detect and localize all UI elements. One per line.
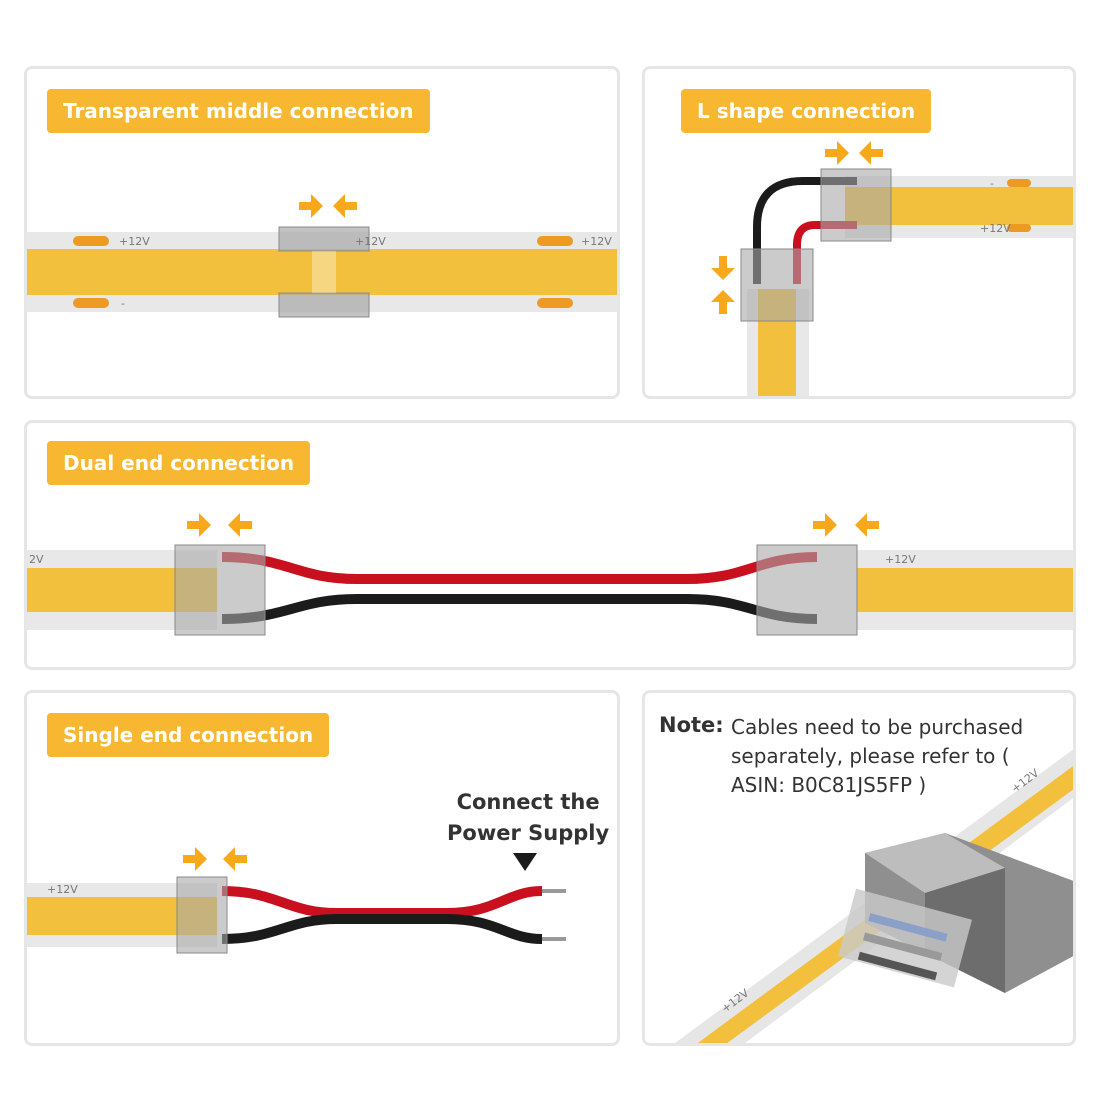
- l-connector-vertical[interactable]: [740, 248, 814, 322]
- connector-right[interactable]: [756, 544, 858, 636]
- panel-title: Dual end connection: [47, 441, 311, 485]
- wire-tip: [542, 889, 566, 893]
- arrow-left-icon: [855, 513, 879, 537]
- solder-pad: [537, 236, 573, 246]
- panel-l-shape: L shape connection +12V -: [642, 66, 1076, 399]
- arrow-left-icon: [333, 194, 357, 218]
- arrow-left-icon: [228, 513, 252, 537]
- solder-pad: [1007, 179, 1031, 187]
- connector[interactable]: [176, 876, 228, 954]
- arrow-right-icon: [813, 513, 837, 537]
- connector-left[interactable]: [174, 544, 266, 636]
- red-wire: [793, 221, 857, 284]
- arrow-down-icon: [711, 256, 735, 280]
- cta-line-1: Connect the: [456, 790, 600, 814]
- note-text: Cables need to be purchased separately, …: [731, 715, 1024, 797]
- connector-bottom[interactable]: [278, 292, 370, 318]
- cta-line-2: Power Supply: [447, 821, 610, 845]
- arrow-left-icon: [223, 847, 247, 871]
- solder-pad: [73, 298, 109, 308]
- wire-tip: [542, 937, 566, 941]
- black-wire: [221, 914, 543, 944]
- triangle-down-icon: [513, 853, 537, 871]
- voltage-label: +12V: [355, 235, 386, 248]
- transparent-middle-diagram: +12V +12V - +12V: [27, 194, 617, 318]
- voltage-label: +12V: [47, 883, 78, 896]
- arrow-right-icon: [187, 513, 211, 537]
- closeup-connector[interactable]: [837, 833, 1076, 993]
- voltage-label: +12V: [119, 235, 150, 248]
- panel-title: Single end connection: [47, 713, 330, 757]
- dual-end-diagram: 2V +12V: [27, 513, 1073, 636]
- arrow-left-icon: [859, 141, 883, 165]
- panel-note: Note: Cables need to be purchased separa…: [642, 690, 1076, 1046]
- arrow-up-icon: [711, 290, 735, 314]
- panel-single-end: Single end connection Connect the Power …: [24, 690, 620, 1046]
- l-shape-diagram: +12V -: [711, 141, 1073, 396]
- panel-title: L shape connection: [681, 89, 932, 133]
- voltage-label: +12V: [581, 235, 612, 248]
- arrow-right-icon: [183, 847, 207, 871]
- arrow-right-icon: [825, 141, 849, 165]
- voltage-label: +12V: [885, 553, 916, 566]
- connector-bridge: [312, 251, 336, 293]
- note-label: Note:: [659, 713, 724, 737]
- cob-strip: [27, 249, 617, 295]
- black-wire: [221, 594, 818, 624]
- cob-strip-right: [857, 568, 1073, 612]
- black-wire: [753, 177, 857, 284]
- voltage-label: +12V: [980, 222, 1011, 235]
- voltage-label: 2V: [29, 553, 44, 566]
- l-connector-horizontal[interactable]: [820, 168, 892, 242]
- single-end-diagram: +12V: [27, 847, 566, 954]
- red-wire: [221, 886, 543, 918]
- connector-top[interactable]: [278, 226, 370, 252]
- panel-dual-end: Dual end connection 2V +12V: [24, 420, 1076, 670]
- solder-pad: [73, 236, 109, 246]
- minus-label: -: [121, 297, 125, 310]
- red-wire: [221, 552, 818, 584]
- solder-pad: [1007, 224, 1031, 232]
- solder-pad: [537, 298, 573, 308]
- minus-label: -: [990, 177, 994, 190]
- connector-closeup-illustration: +12V +12V: [675, 749, 1076, 1043]
- panel-transparent-middle: Transparent middle connection +12V +12V …: [24, 66, 620, 399]
- panel-title: Transparent middle connection: [47, 89, 430, 133]
- connect-power-supply-label: Connect the Power Supply: [447, 787, 609, 849]
- arrow-right-icon: [299, 194, 323, 218]
